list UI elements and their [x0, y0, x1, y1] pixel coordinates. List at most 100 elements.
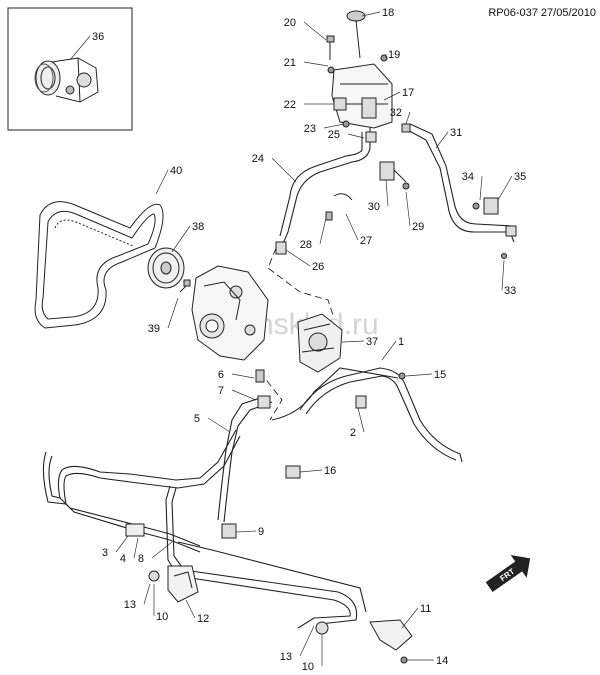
callout-26: 26 [312, 261, 324, 273]
callout-35: 35 [514, 171, 526, 183]
callout-leader-4 [133, 537, 139, 559]
callout-leader-11 [401, 607, 419, 629]
callout-3: 3 [102, 547, 108, 559]
callout-leader-15 [405, 373, 433, 377]
callout-leader-38 [171, 225, 191, 253]
callout-1: 1 [398, 336, 404, 348]
bolt-39 [179, 279, 191, 293]
frt-arrow: FRT [485, 554, 531, 593]
callout-8: 8 [138, 553, 144, 565]
callout-leader-40 [155, 169, 169, 195]
callout-leader-6 [231, 373, 255, 379]
callout-18: 18 [382, 7, 394, 19]
callout-leader-29 [405, 191, 411, 227]
callout-27: 27 [360, 235, 372, 247]
callout-leader-5 [207, 417, 231, 433]
callout-leader-3 [115, 535, 129, 553]
callout-leader-2 [357, 407, 365, 433]
support-bracket-12 [148, 565, 199, 603]
callout-leader-35 [497, 175, 513, 201]
callout-12: 12 [197, 613, 209, 625]
callout-16: 16 [324, 465, 336, 477]
callout-13: 13 [280, 651, 292, 663]
callout-32: 32 [390, 107, 402, 119]
pressure-switch [325, 161, 410, 221]
callout-leader-26 [285, 249, 311, 267]
callout-37: 37 [366, 336, 378, 348]
callout-19: 19 [388, 49, 400, 61]
callout-leader-23 [323, 123, 345, 129]
callout-36: 36 [92, 31, 104, 43]
callout-leader-27 [345, 213, 359, 241]
callout-leader-34 [479, 175, 483, 201]
dashed-link-lower [259, 371, 283, 421]
callout-7: 7 [218, 385, 224, 397]
support-bracket-11 [315, 619, 413, 664]
engine-bracket [191, 265, 269, 361]
callout-31: 31 [450, 127, 462, 139]
callout-34: 34 [462, 171, 474, 183]
power-steering-pump [297, 313, 343, 373]
reservoir [331, 63, 393, 129]
callout-10: 10 [302, 661, 314, 673]
serpentine-belt [34, 201, 164, 329]
callout-leader-32 [405, 111, 411, 125]
pump-pulley-inset [34, 57, 99, 103]
callout-9: 9 [258, 526, 264, 538]
callout-15: 15 [434, 369, 446, 381]
callout-leader-39 [167, 297, 179, 329]
callout-leader-28 [319, 217, 327, 245]
reservoir-hoses [275, 123, 517, 255]
idler-pulley [147, 247, 185, 289]
callout-leader-13 [143, 583, 151, 605]
callout-leader-24 [271, 157, 297, 183]
callout-21: 21 [284, 57, 296, 69]
callout-2: 2 [350, 427, 356, 439]
inset-box [7, 7, 133, 131]
callout-leader-13 [299, 625, 315, 657]
callout-leader-21 [303, 61, 329, 67]
dashed-link-upper [267, 247, 335, 319]
callout-leader-25 [347, 133, 365, 139]
callout-13: 13 [124, 599, 136, 611]
bracket-34 [472, 197, 507, 259]
callout-24: 24 [252, 153, 264, 165]
callout-39: 39 [148, 323, 160, 335]
callout-30: 30 [368, 201, 380, 213]
callout-22: 22 [284, 99, 296, 111]
callout-leader-20 [303, 21, 327, 41]
callout-29: 29 [412, 221, 424, 233]
callout-leader-17 [383, 91, 401, 101]
callout-14: 14 [436, 655, 448, 667]
callout-leader-31 [435, 131, 449, 149]
callout-11: 11 [420, 603, 431, 615]
callout-10: 10 [156, 611, 168, 623]
reservoir-cap [346, 10, 366, 59]
steering-lines [42, 367, 463, 629]
callout-40: 40 [170, 165, 182, 177]
callout-6: 6 [218, 369, 224, 381]
callout-23: 23 [304, 123, 316, 135]
callout-leader-9 [235, 530, 257, 533]
callout-28: 28 [300, 239, 312, 251]
callout-leader-16 [299, 469, 323, 473]
callout-25: 25 [328, 129, 340, 141]
callout-leader-30 [385, 179, 389, 207]
callout-leader-12 [185, 599, 196, 619]
callout-leader-8 [151, 541, 173, 559]
callout-leader-1 [381, 340, 397, 361]
callout-leader-37 [341, 340, 365, 343]
reference-code: RP06-037 27/05/2010 [488, 7, 596, 19]
callout-leader-18 [361, 11, 381, 17]
callout-33: 33 [504, 285, 516, 297]
callout-38: 38 [192, 221, 204, 233]
callout-leader-7 [231, 389, 257, 401]
callout-leader-36 [69, 35, 91, 61]
callout-4: 4 [120, 553, 126, 565]
callout-17: 17 [402, 87, 414, 99]
callout-5: 5 [194, 413, 200, 425]
callout-20: 20 [284, 17, 296, 29]
callout-leader-33 [501, 259, 505, 291]
